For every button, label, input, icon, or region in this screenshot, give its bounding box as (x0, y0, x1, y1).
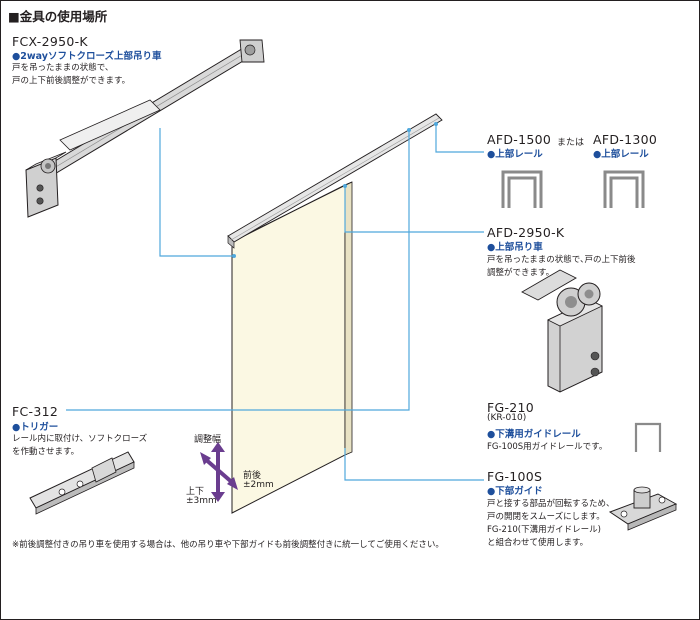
fcx-model: FCX-2950-K (12, 34, 88, 49)
fc312-desc-1: レール内に取付け、ソフトクローズ (12, 434, 148, 444)
fcx-desc-1: 戸を吊ったままの状態で、 (12, 63, 114, 73)
adjust-up-down-value: ±3mm (186, 496, 217, 506)
fg210-sub: (KR-010) (487, 413, 527, 423)
fcx-name: ●2wayソフトクローズ上部吊り車 (12, 51, 162, 62)
fg100s-desc-2: 戸の開閉をスムーズにします。 (487, 512, 605, 522)
upper-rail (227, 113, 443, 249)
afd2950-desc-1: 戸を吊ったままの状態で､戸の上下前後 (487, 255, 636, 265)
section-title: ■金具の使用場所 (8, 9, 108, 24)
or-text: または (557, 138, 585, 148)
adjust-front-back-value: ±2mm (243, 480, 274, 490)
afd2950-hanger-illustration (521, 269, 603, 393)
leader-lines (66, 124, 484, 481)
fg210-model: FG-210 (487, 400, 535, 415)
afd1300-name: ●上部レール (593, 149, 649, 160)
fg210-rail-section (634, 422, 662, 452)
door-panel (231, 181, 353, 514)
fg210-desc: FG-100S用ガイドレールです。 (487, 442, 608, 452)
fc312-name: ●トリガー (12, 422, 59, 433)
afd2950-model: AFD-2950-K (487, 225, 565, 240)
adjust-arrows (200, 442, 238, 502)
afd1500-model: AFD-1500 (487, 132, 552, 147)
fcx-hanger-illustration (25, 39, 265, 218)
fg100s-name: ●下部ガイド (487, 486, 543, 497)
footnote: ※前後調整付きの吊り車を使用する場合は、他の吊り車や下部ガイドも前後調整付きに統… (12, 540, 444, 550)
adjust-up-down: 上下 (186, 487, 205, 497)
fc312-desc-2: を作動させます。 (12, 447, 80, 457)
fg100s-desc-1: 戸と接する部品が回転するため、 (487, 499, 615, 509)
afd1500-name: ●上部レール (487, 149, 543, 160)
leader-dots (232, 122, 438, 258)
fcx-desc-2: 戸の上下前後調整ができます。 (12, 76, 131, 86)
fc312-model: FC-312 (12, 404, 59, 419)
fc312-trigger-illustration (29, 451, 135, 515)
fg100s-desc-4: と組合わせて使用します。 (487, 538, 589, 548)
afd1300-model: AFD-1300 (593, 132, 658, 147)
afd2950-name: ●上部吊り車 (487, 242, 543, 253)
fg210-name: ●下溝用ガイドレール (487, 429, 581, 440)
afd1500-rail-section (501, 170, 543, 208)
fg100s-desc-3: FG-210(下溝用ガイドレール) (487, 525, 601, 535)
fg100s-guide-illustration (608, 486, 678, 531)
afd2950-desc-2: 調整ができます。 (487, 268, 555, 278)
adjust-label: 調整幅 (194, 435, 222, 445)
adjust-front-back: 前後 (243, 471, 262, 481)
fg100s-model: FG-100S (487, 469, 543, 484)
afd1300-rail-section (603, 170, 645, 208)
